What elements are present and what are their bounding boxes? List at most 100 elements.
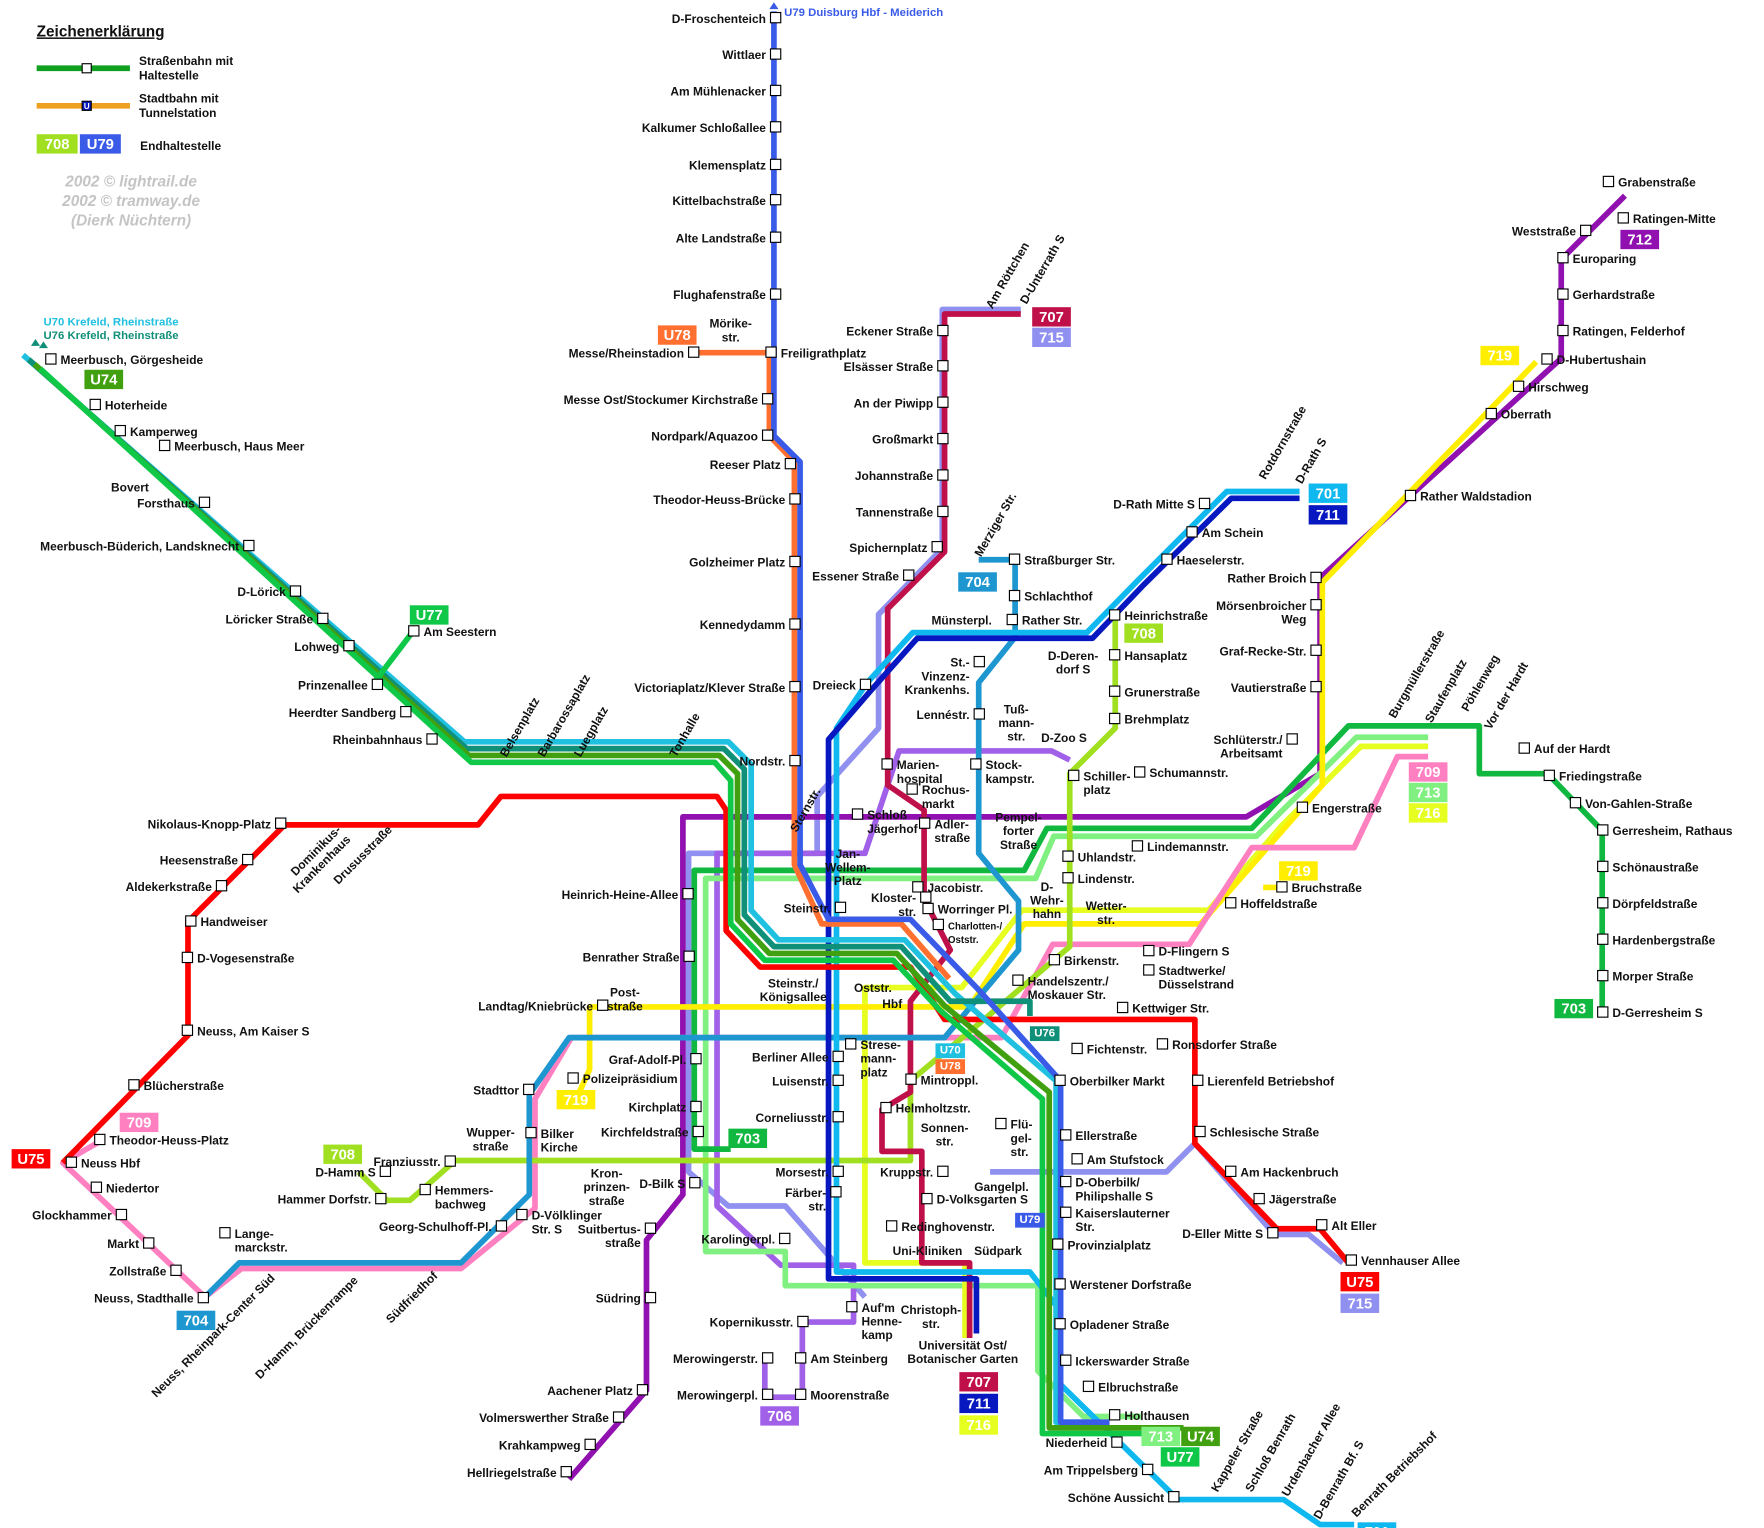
station[interactable]: D-Flingern S xyxy=(1143,945,1230,959)
station[interactable]: Messe/Rheinstadion xyxy=(569,346,700,360)
station[interactable]: Wetter-str. xyxy=(1086,899,1127,927)
station[interactable]: Victoriaplatz/Klever Straße xyxy=(634,681,801,695)
line-badge-u75[interactable]: U75 xyxy=(1340,1272,1380,1292)
station[interactable]: Helmholtzstr. xyxy=(880,1102,971,1116)
line-badge-719[interactable]: 719 xyxy=(1480,345,1520,366)
station[interactable]: Kamperweg xyxy=(114,425,198,439)
station[interactable]: Nikolaus-Knopp-Platz xyxy=(148,817,287,831)
station[interactable]: Marien-hospital xyxy=(881,758,943,786)
station[interactable]: Nordstr. xyxy=(740,755,801,769)
station[interactable]: Moorenstraße xyxy=(794,1388,890,1402)
station[interactable]: Worringer Pl. xyxy=(922,903,1013,917)
station[interactable]: Südring xyxy=(596,1292,657,1306)
station[interactable]: Ronsdorfer Straße xyxy=(1156,1038,1277,1052)
station[interactable]: Post-straße xyxy=(607,986,643,1014)
station[interactable]: Opladener Straße xyxy=(1054,1318,1170,1332)
station[interactable]: Ickerswarder Straße xyxy=(1060,1354,1190,1368)
station[interactable]: Lindenstr. xyxy=(1062,872,1135,886)
station[interactable]: Ratingen, Felderhof xyxy=(1557,325,1685,339)
station[interactable]: Stadtwerke/Düsselstrand xyxy=(1143,964,1234,992)
station[interactable]: Kopernikusstr. xyxy=(710,1316,809,1330)
station[interactable]: Zollstraße xyxy=(109,1264,182,1278)
station[interactable]: D-Wehr-hahn xyxy=(1030,880,1064,921)
station[interactable]: Dreieck xyxy=(813,678,872,692)
station[interactable]: Südfriedhof xyxy=(383,1269,440,1326)
station[interactable]: Vautierstraße xyxy=(1231,681,1322,695)
station[interactable]: Engerstraße xyxy=(1296,801,1382,815)
station[interactable]: Haeselerstr. xyxy=(1161,553,1244,567)
station[interactable]: Messe Ost/Stockumer Kirchstraße xyxy=(564,393,774,407)
station[interactable]: Kruppstr. xyxy=(880,1165,949,1179)
line-badge-719[interactable]: 719 xyxy=(1279,861,1318,881)
station[interactable]: Johannstraße xyxy=(855,469,949,483)
station[interactable]: Aachener Platz xyxy=(547,1384,649,1398)
station[interactable]: Fichtenstr. xyxy=(1071,1043,1147,1057)
station[interactable]: Neuss Hbf xyxy=(65,1156,140,1170)
station[interactable]: Klemensplatz xyxy=(689,159,782,173)
station[interactable]: Wupper-straße xyxy=(467,1126,515,1154)
line-badge-715[interactable]: 715 xyxy=(1340,1293,1380,1313)
line-badge-709[interactable]: 709 xyxy=(119,1112,159,1133)
station[interactable]: Uhlandstr. xyxy=(1062,850,1136,864)
station[interactable]: Europaring xyxy=(1557,252,1636,266)
station[interactable]: Auf der Hardt xyxy=(1518,742,1610,756)
station[interactable]: Schumannstr. xyxy=(1134,766,1229,780)
station[interactable]: Hardenbergstraße xyxy=(1597,933,1716,947)
station[interactable]: Suitbertus-straße xyxy=(578,1222,657,1250)
line-badge-712[interactable]: 712 xyxy=(1620,229,1660,250)
station[interactable]: Dörpfeldstraße xyxy=(1597,897,1698,911)
station[interactable]: Stock-kampstr. xyxy=(970,758,1035,786)
station[interactable]: Rochus-markt xyxy=(906,783,970,811)
station[interactable]: Christoph-str. xyxy=(901,1303,961,1331)
station[interactable]: Alte Landstraße xyxy=(676,231,782,245)
station[interactable]: Hoffeldstraße xyxy=(1225,897,1318,911)
station[interactable]: Neuss, Stadthalle xyxy=(94,1292,210,1306)
station[interactable]: Grunerstraße xyxy=(1108,685,1201,699)
line-badge-703[interactable]: 703 xyxy=(1554,998,1594,1019)
line-badge-713[interactable]: 713 xyxy=(1408,782,1448,803)
station[interactable]: Prinzenallee xyxy=(298,678,384,692)
station[interactable]: Merziger Str. xyxy=(971,490,1019,559)
station[interactable]: Löricker Straße xyxy=(226,612,329,626)
line-badge-u77[interactable]: U77 xyxy=(1160,1447,1200,1467)
station[interactable]: Oststr. xyxy=(854,981,892,995)
station[interactable]: Tuß-mann-str. xyxy=(998,702,1034,743)
line-badge-706[interactable]: 706 xyxy=(760,1406,799,1426)
station[interactable]: Benrath Betriebshof xyxy=(1349,1429,1440,1520)
station[interactable]: Weststraße xyxy=(1512,225,1592,239)
station[interactable]: Kittelbachstraße xyxy=(672,194,782,208)
station[interactable]: Meerbusch, Görgesheide xyxy=(45,353,204,367)
station[interactable]: Gerresheim, Rathaus xyxy=(1597,824,1733,838)
station[interactable]: Ratingen-Mitte xyxy=(1617,212,1716,226)
station[interactable]: Lohweg xyxy=(294,640,355,654)
station[interactable]: Steinstr./Königsallee xyxy=(760,977,827,1005)
station[interactable]: Heinrichstraße xyxy=(1108,609,1209,623)
station[interactable]: Von-Gahlen-Straße xyxy=(1569,797,1693,811)
station[interactable]: Bruchstraße xyxy=(1276,881,1362,895)
line-badge-u78[interactable]: U78 xyxy=(935,1059,966,1075)
station[interactable]: Hbf xyxy=(882,997,902,1011)
line-badge-708[interactable]: 708 xyxy=(1124,623,1164,643)
station[interactable]: Neuss, Am Kaiser S xyxy=(181,1024,309,1038)
station[interactable]: Charlotten-/Oststr. xyxy=(932,918,1002,946)
station[interactable]: Flughafenstraße xyxy=(673,288,782,302)
line-badge-719[interactable]: 719 xyxy=(556,1089,596,1110)
station[interactable]: Blücherstraße xyxy=(128,1079,224,1093)
station[interactable]: Vennhauser Allee xyxy=(1345,1254,1460,1268)
station[interactable]: Am Mühlenacker xyxy=(670,85,782,99)
station[interactable]: Stadttor xyxy=(473,1084,535,1098)
line-badge-u76[interactable]: U76 xyxy=(1029,1026,1060,1042)
station[interactable]: Handweiser xyxy=(185,915,268,929)
station[interactable]: Kennedydamm xyxy=(700,618,801,632)
station[interactable]: Birkenstr. xyxy=(1048,954,1119,968)
station[interactable]: Rather Str. xyxy=(1006,614,1082,628)
line-badge-u77[interactable]: U77 xyxy=(409,605,449,625)
station[interactable]: Schlesische Straße xyxy=(1194,1126,1320,1140)
station[interactable]: Alt Eller xyxy=(1316,1219,1377,1233)
station[interactable]: D-Rath S xyxy=(1292,435,1329,486)
